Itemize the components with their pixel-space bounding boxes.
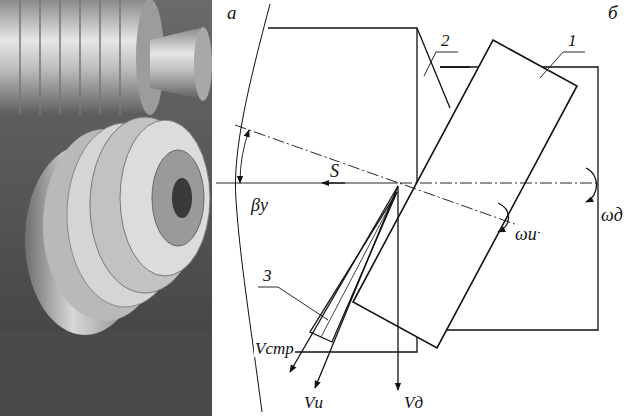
rotation-arrow <box>586 168 597 202</box>
workpiece-rim <box>120 120 210 276</box>
angle-label: βу <box>250 196 269 214</box>
velocity-arrow <box>290 186 398 372</box>
roller-3 <box>310 192 397 342</box>
schematic <box>216 4 598 412</box>
machine-base <box>0 330 212 416</box>
velocity-arrow <box>315 186 398 388</box>
tool-axis <box>235 125 540 233</box>
callout-number: 2 <box>440 32 451 49</box>
callout-number: 3 <box>262 267 273 284</box>
tool-1 <box>353 40 577 348</box>
velocity-arrow <box>397 186 398 390</box>
callout-number: 1 <box>567 32 578 49</box>
rotation-arrow <box>498 203 509 232</box>
roller-edge <box>321 192 397 337</box>
photo <box>0 0 212 416</box>
axis-line <box>400 183 598 184</box>
leader-line <box>258 287 328 320</box>
rotation-label: ωи <box>514 225 538 243</box>
roll-grooves <box>20 0 120 115</box>
panel-letter: б <box>607 3 619 22</box>
workpiece-hub <box>152 150 204 246</box>
angle-arc <box>240 130 249 183</box>
leader-line <box>424 52 458 76</box>
groove-2 <box>417 28 470 108</box>
upper-roll <box>0 0 150 115</box>
velocity-label: Vстр <box>254 340 295 357</box>
shaft-face <box>194 27 212 101</box>
rotation-label: ωд <box>600 206 624 224</box>
feed-line <box>216 183 398 184</box>
feed-label: S <box>329 162 340 180</box>
feed-arrow <box>322 182 345 183</box>
panel-letter: а <box>226 3 238 22</box>
velocity-label: Vи <box>303 394 324 411</box>
photo-ground <box>0 0 212 416</box>
velocity-label: Vд <box>403 394 424 411</box>
workpiece-bore <box>172 178 192 218</box>
leader-line <box>540 52 585 78</box>
